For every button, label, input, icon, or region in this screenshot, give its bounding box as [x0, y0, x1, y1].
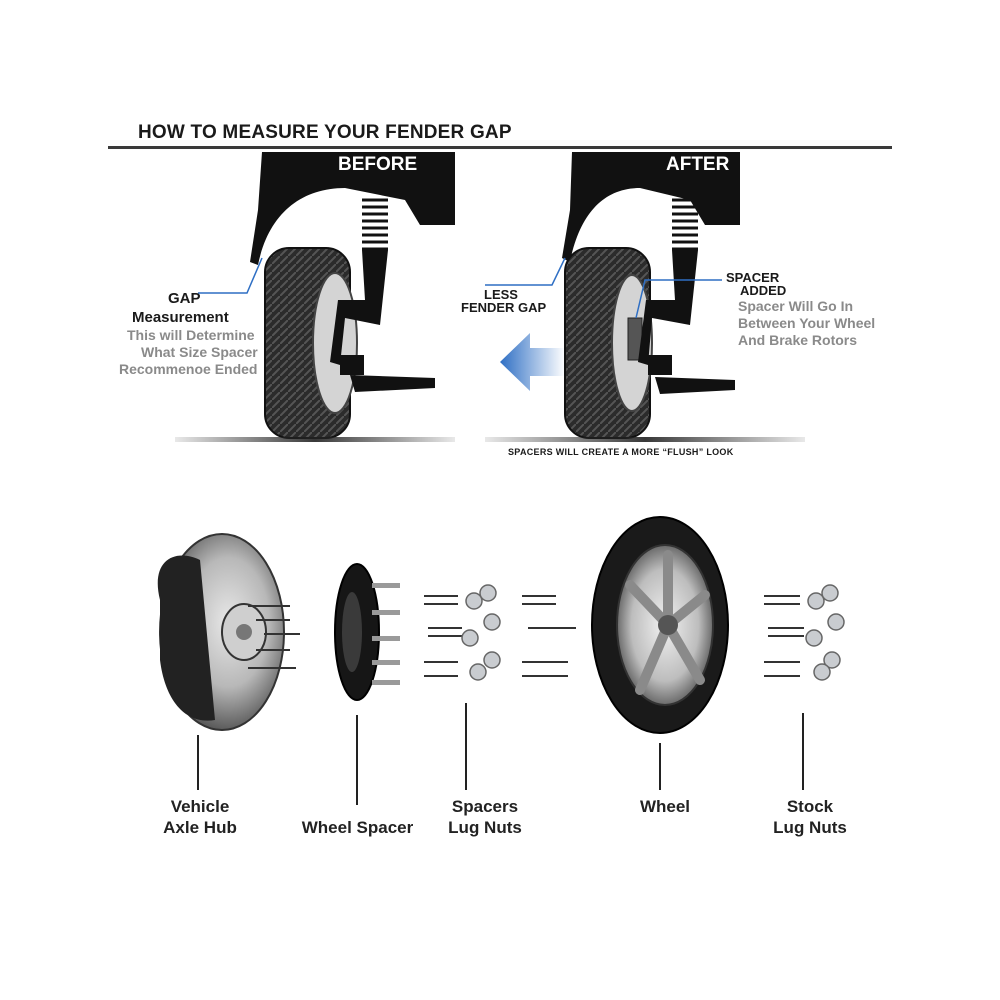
caption-wheel-spacer: Wheel Spacer — [301, 818, 414, 837]
after-panel — [485, 152, 805, 442]
caption-spacer-lug-nuts: Spacers Lug Nuts — [448, 797, 522, 837]
gap-title: GAP — [168, 290, 201, 307]
added-label: ADDED — [740, 283, 787, 298]
less-gap-leader — [485, 257, 566, 286]
spacer-desc-1: Spacer Will Go In — [738, 298, 854, 314]
caption-wheel: Wheel — [639, 797, 691, 816]
gap-measurement: Measurement — [132, 309, 229, 326]
fender-gap-label: FENDER GAP — [461, 300, 547, 315]
caption-stock-lug-nuts: Stock Lug Nuts — [773, 797, 847, 837]
after-knuckle — [638, 250, 698, 365]
spacer-leader — [635, 279, 722, 319]
after-coil-spring — [672, 198, 698, 251]
gap-desc-2: What Size Spacer — [141, 344, 258, 360]
gap-desc-1: This will Determine — [127, 327, 255, 343]
before-knuckle — [330, 250, 388, 365]
spacer-label: SPACER — [726, 270, 780, 285]
spacer-desc-2: Between Your Wheel — [738, 315, 876, 331]
flush-note: SPACERS WILL CREATE A MORE “FLUSH” LOOK — [508, 447, 734, 457]
gap-leader-line — [198, 257, 263, 294]
after-label: AFTER — [666, 154, 730, 175]
stock-lug-nuts-illustration — [764, 584, 845, 681]
spacer-desc-3: And Brake Rotors — [738, 332, 858, 348]
before-label: BEFORE — [338, 154, 418, 175]
caption-leaders — [197, 703, 804, 805]
gap-desc-3: Recommenoe Ended — [119, 361, 258, 377]
spacer-lug-nuts-illustration — [424, 584, 576, 681]
caption-axle-hub: Vehicle Axle Hub — [163, 797, 237, 837]
wheel-spacer-illustration — [334, 563, 400, 701]
before-panel — [175, 152, 455, 442]
page-title: HOW TO MEASURE YOUR FENDER GAP — [138, 122, 512, 143]
before-coil-spring — [362, 198, 388, 251]
axle-hub-illustration — [157, 533, 300, 731]
wheel-illustration — [591, 516, 729, 734]
less-label: LESS — [484, 287, 518, 302]
title-divider — [108, 146, 892, 149]
left-arrow-icon — [500, 333, 565, 391]
after-fender — [562, 152, 740, 262]
before-fender — [250, 152, 455, 265]
